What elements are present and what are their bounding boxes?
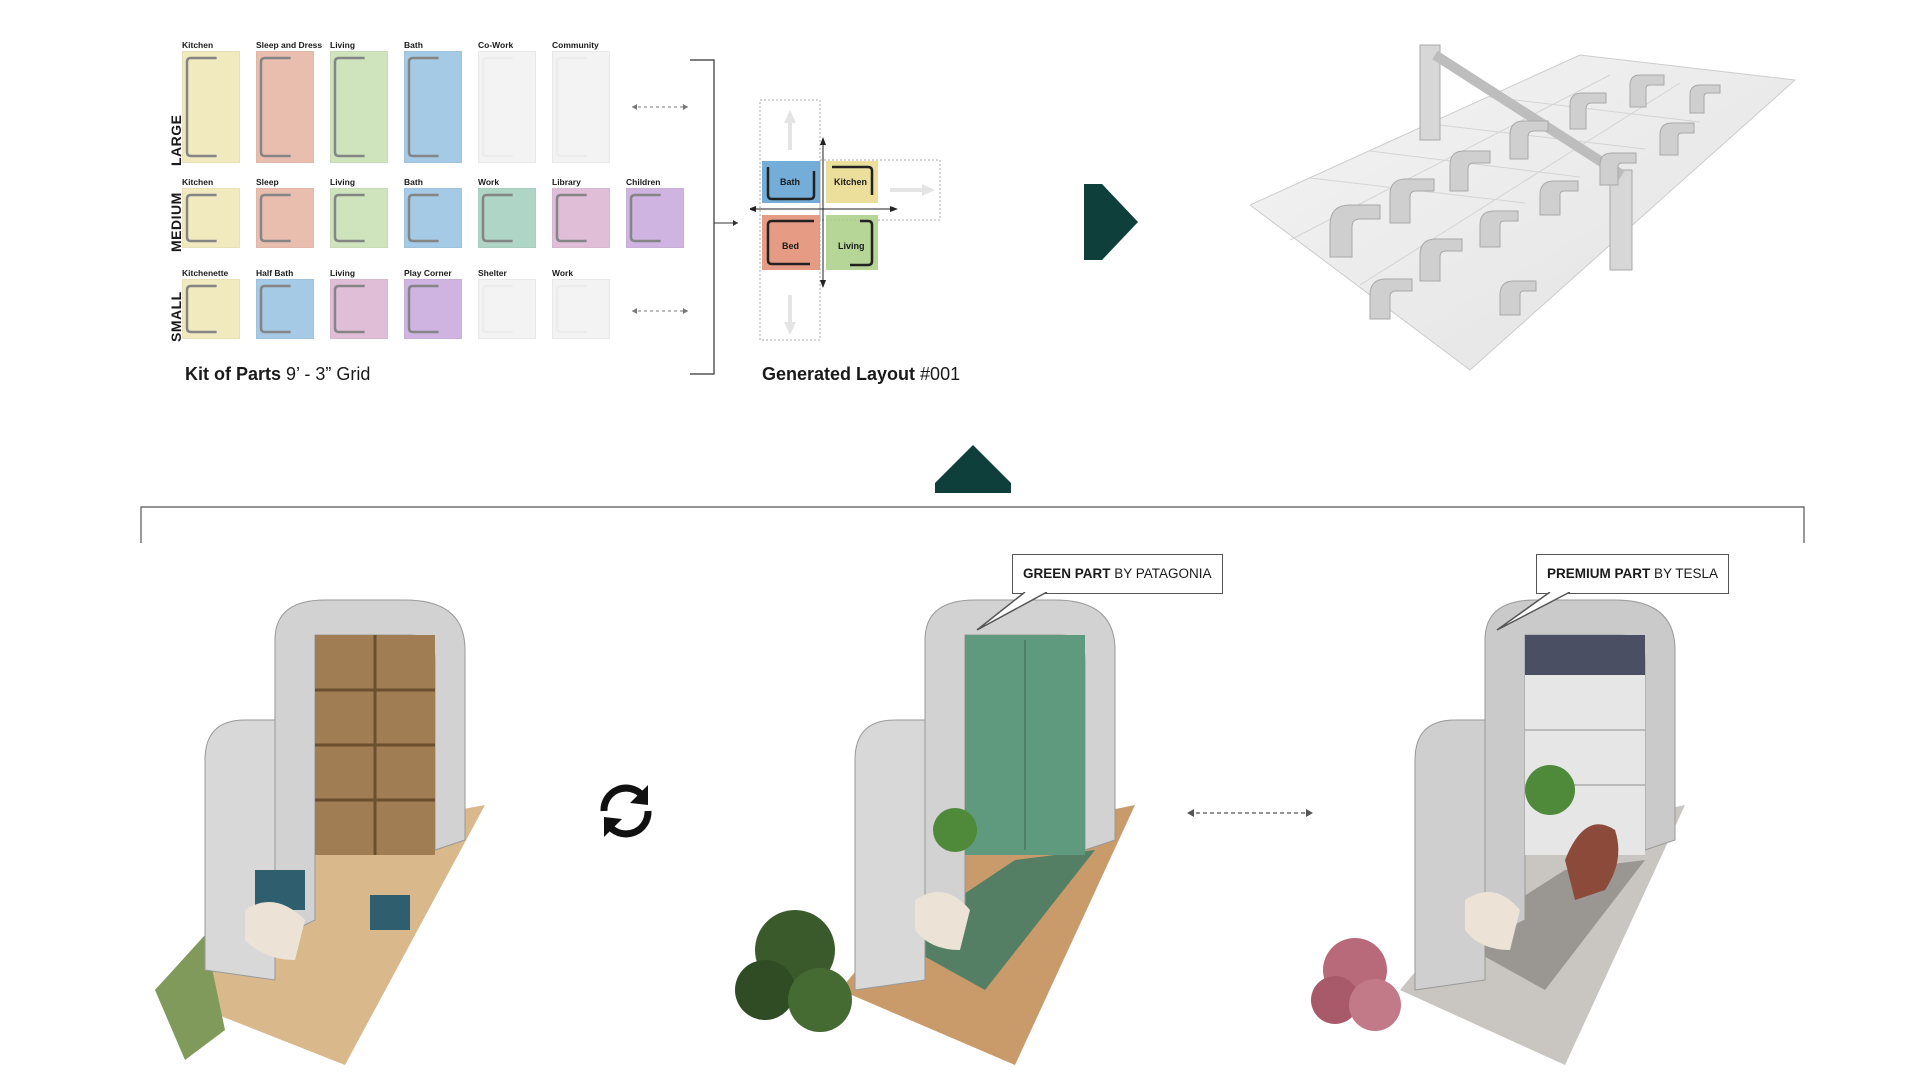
tile-label: Bath [404,177,423,187]
kit-part-tile [330,188,388,248]
kit-caption-bold: Kit of Parts [185,364,282,384]
tile-label: Kitchenette [182,268,229,278]
tile-label: Play Corner [404,268,452,278]
tile-label: Kitchen [182,40,214,50]
callout-green-pointer [976,592,1048,631]
swap-cycle-icon [600,784,652,838]
callout-green-rest: BY PATAGONIA [1110,566,1212,581]
layout-caption: Generated Layout #001 [762,364,960,385]
kit-part-tile [182,51,240,163]
callout-premium-bold: PREMIUM PART [1547,566,1651,581]
layout-graphic [748,99,941,341]
tile-label: Kitchen [182,177,214,187]
kit-part-tile [552,51,610,163]
tile-label: Living [330,268,356,278]
tile-label: Work [552,268,574,278]
tile-label: Bath [404,40,423,50]
kit-part-tile [256,279,314,339]
tile-label: Living [330,40,356,50]
kit-part-tile [182,188,240,248]
kit-part-tile [404,188,462,248]
layout-cell-living: Living [838,241,865,251]
module-render-green [735,599,1135,1065]
layout-caption-bold: Generated Layout [762,364,916,384]
generated-layout-diagram: Bath Kitchen Bed Living [748,95,950,345]
kit-part-tile [256,51,314,163]
kit-part-tile [626,188,684,248]
kit-part-tile [552,279,610,339]
kit-part-tile [478,188,536,248]
layout-cell-bed: Bed [782,241,800,251]
callout-green-bold: GREEN PART [1023,566,1111,581]
kit-part-tile [256,188,314,248]
rendered-layout-image [1250,44,1797,371]
kit-part-tile [182,279,240,339]
callout-green-part: GREEN PART BY PATAGONIA [1012,554,1223,594]
module-render-standard [155,599,485,1065]
tile-label: Half Bath [256,268,294,278]
tile-label: Co-Work [478,40,514,50]
kit-part-tile [552,188,610,248]
tile-label: Living [330,177,356,187]
layout-caption-rest: #001 [915,364,961,384]
bracket-connector [690,59,738,375]
module-render-premium [1311,599,1685,1065]
kit-part-tile [330,51,388,163]
layout-cell-kitchen: Kitchen [834,177,868,187]
callout-premium-pointer [1496,592,1571,631]
callout-premium-rest: BY TESLA [1650,566,1719,581]
next-arrow-icon [1084,184,1138,260]
dashed-double-arrow [1187,809,1313,817]
tile-label: Community [552,40,599,50]
tile-label: Library [552,177,581,187]
tile-label: Shelter [478,268,507,278]
tile-label: Children [626,177,661,187]
kit-part-tile [404,279,462,339]
kit-caption: Kit of Parts 9’ - 3” Grid [185,364,370,385]
kit-caption-rest: 9’ - 3” Grid [281,364,371,384]
up-arrow-icon [935,445,1011,493]
callout-premium-part: PREMIUM PART BY TESLA [1536,554,1730,594]
kit-part-tile [478,51,536,163]
layout-cell-bath: Bath [780,177,800,187]
kit-part-tile [404,51,462,163]
dashed-arrow-large [632,104,688,110]
tile-label: Sleep [256,177,279,187]
kit-part-tile [330,279,388,339]
tile-label: Work [478,177,500,187]
dashed-arrow-small [632,308,688,314]
kit-part-tile [478,279,536,339]
tile-label: Sleep and Dress [256,40,323,50]
bottom-bracket-line [140,506,1805,543]
